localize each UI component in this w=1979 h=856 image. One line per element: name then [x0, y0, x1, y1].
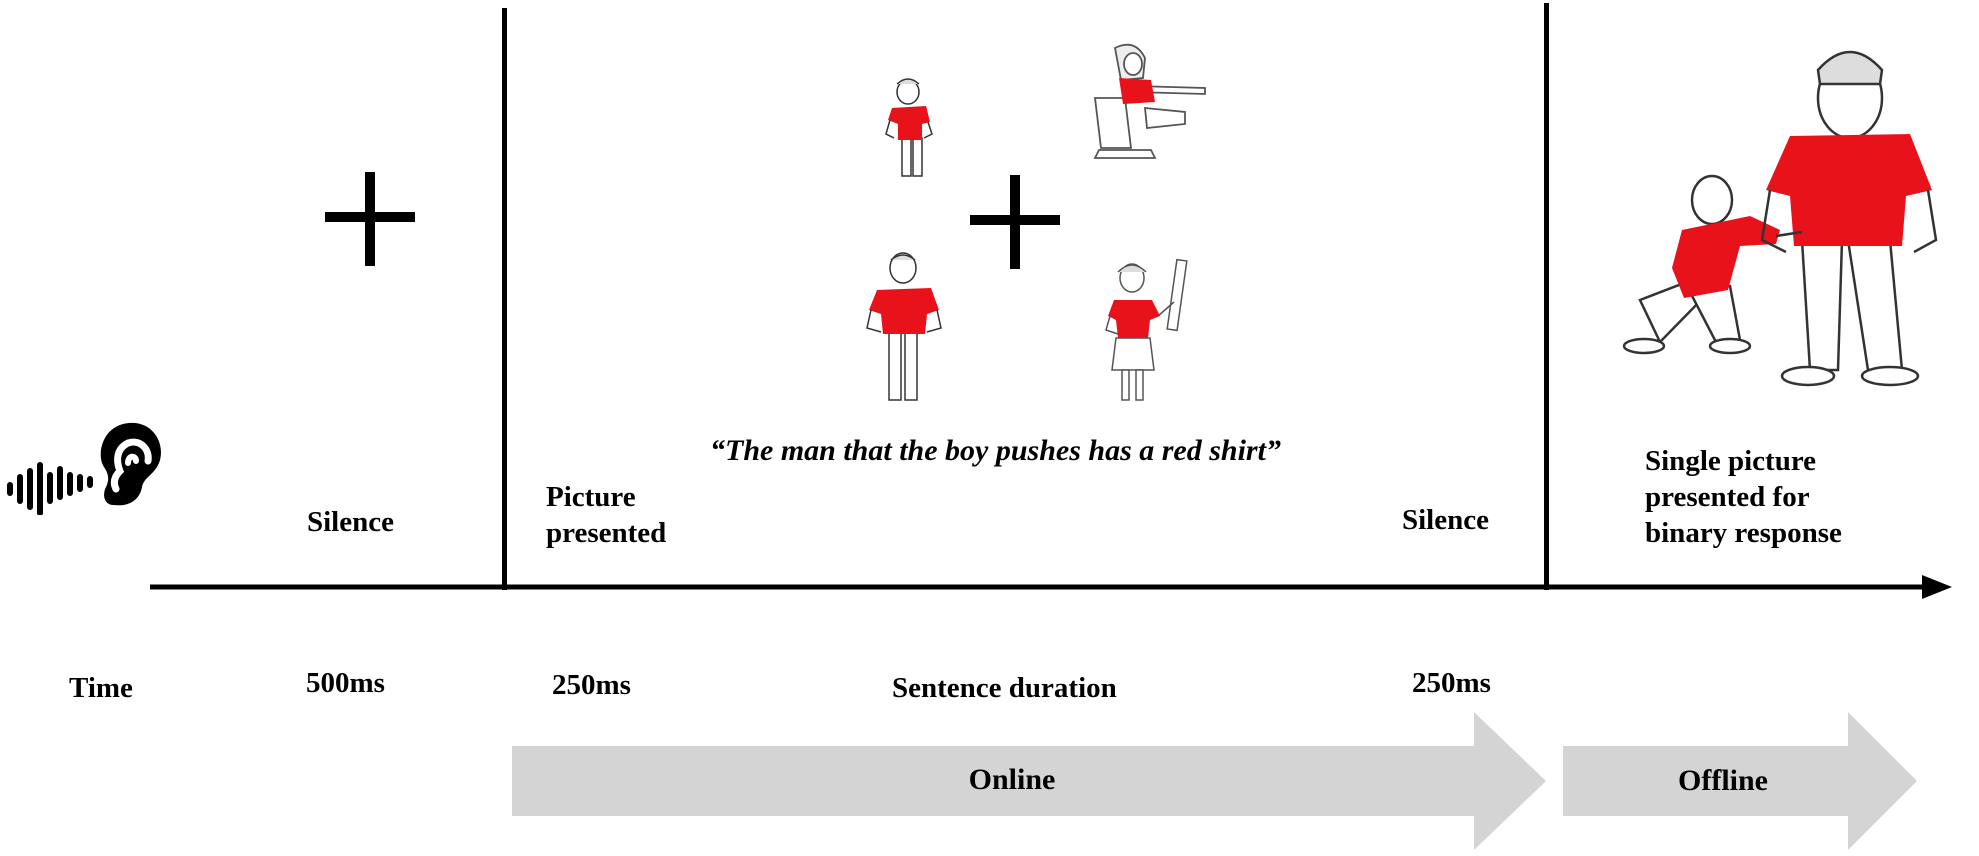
duration-silence-end: 250ms [1412, 667, 1491, 699]
label-silence-fixation: Silence [307, 506, 394, 538]
divider-online-offline [1544, 3, 1549, 590]
offline-phase-arrow [1563, 712, 1917, 850]
man-figure [866, 252, 942, 401]
duration-sentence: Sentence duration [892, 672, 1117, 704]
label-single-picture-response: Single picture presented for binary resp… [1645, 445, 1842, 549]
woman-with-ruler-figure [1105, 258, 1188, 401]
boy-figure [885, 78, 933, 177]
divider-fixation-picture [502, 8, 507, 590]
ear-with-sound-wave-icon [7, 422, 161, 515]
girl-at-desk-figure [1093, 43, 1206, 159]
duration-picture: 250ms [552, 669, 631, 701]
boy-pushing-man-figure [1622, 50, 1938, 387]
duration-fixation: 500ms [306, 667, 385, 699]
online-phase-label: Online [968, 763, 1056, 796]
stimulus-sentence: “The man that the boy pushes has a red s… [710, 434, 1281, 467]
label-silence-end: Silence [1402, 504, 1489, 536]
label-picture-presented: Picture presented [546, 481, 667, 549]
label-time: Time [69, 672, 133, 704]
online-phase-arrow [512, 712, 1546, 850]
offline-phase-label: Offline [1678, 764, 1768, 797]
